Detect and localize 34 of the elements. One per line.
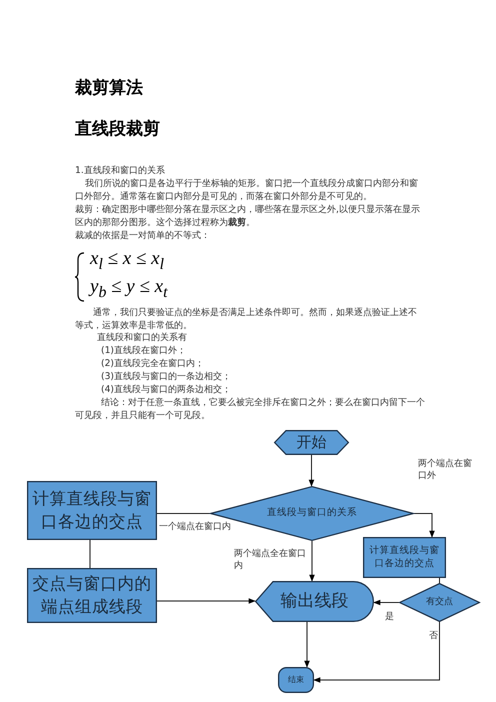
arrow	[156, 598, 256, 604]
process-box: 计算直线段与窗口各边的交点	[363, 537, 446, 578]
paragraph: 1.直线段和窗口的关系	[75, 164, 166, 177]
list-item: (4)直线段与窗口的两条边相交；	[101, 383, 232, 396]
arrow	[308, 454, 314, 487]
list-item: (3)直线段与窗口的一条边相交；	[101, 370, 232, 383]
paragraph: 结论：对于任意一条直线，它要么被完全排斥在窗口之外；要么在窗口内留下一个可见段，并且只能有一个可见段。	[75, 396, 425, 422]
edge-label: 一个端点在窗口内	[159, 521, 231, 533]
process-box: 交点与窗口内的端点组成线段	[27, 568, 157, 623]
paragraph: 裁减的依据是一对简单的不等式：	[75, 229, 211, 242]
edge-label: 否	[429, 630, 438, 642]
start-hexagon: 开始	[274, 430, 349, 455]
paragraph: 裁剪：确定图形中哪些部分落在显示区之内，哪些落在显示区之外,以便只显示落在显示区内的那部分图形。这个选择过程称为裁剪。	[75, 203, 421, 229]
arrow	[373, 600, 400, 606]
connector-line	[439, 578, 440, 584]
arrow	[414, 513, 435, 538]
list-item: (1)直线段在窗口外；	[101, 344, 188, 357]
paragraph: 我们所说的窗口是各边平行于坐标轴的矩形。窗口把一个直线段分成窗口内部分和窗口外部分。通常落在窗口内部分是可见的，而落在窗口外部分是不可见的。	[75, 177, 419, 203]
arrow	[313, 622, 440, 683]
end-box: 结束	[278, 667, 314, 693]
arrow	[309, 540, 315, 582]
paragraph: 通常，我们只要验证点的坐标是否满足上述条件即可。然而，如果逐点验证上述不等式，运算效率是非常低的。	[75, 306, 418, 332]
display-shape: 输出线段	[255, 581, 374, 622]
edge-label: 是	[385, 611, 394, 623]
decision-diamond: 有交点	[399, 583, 480, 622]
arrow	[304, 622, 310, 668]
title: 裁剪算法	[75, 77, 143, 99]
connector-line	[156, 513, 210, 514]
inequality: x$_{l}$ ≤ x ≤ x$_{l}$	[90, 248, 165, 275]
process-box: 计算直线段与窗口各边的交点	[27, 481, 157, 540]
inequality: y$_{b}$ ≤ y ≤ x$_{t}$	[90, 276, 169, 303]
edge-label: 两个端点全在窗口内	[234, 548, 306, 572]
paragraph: 直线段和窗口的关系有	[97, 331, 188, 344]
list-item: (2)直线段完全在窗口内；	[101, 357, 206, 370]
